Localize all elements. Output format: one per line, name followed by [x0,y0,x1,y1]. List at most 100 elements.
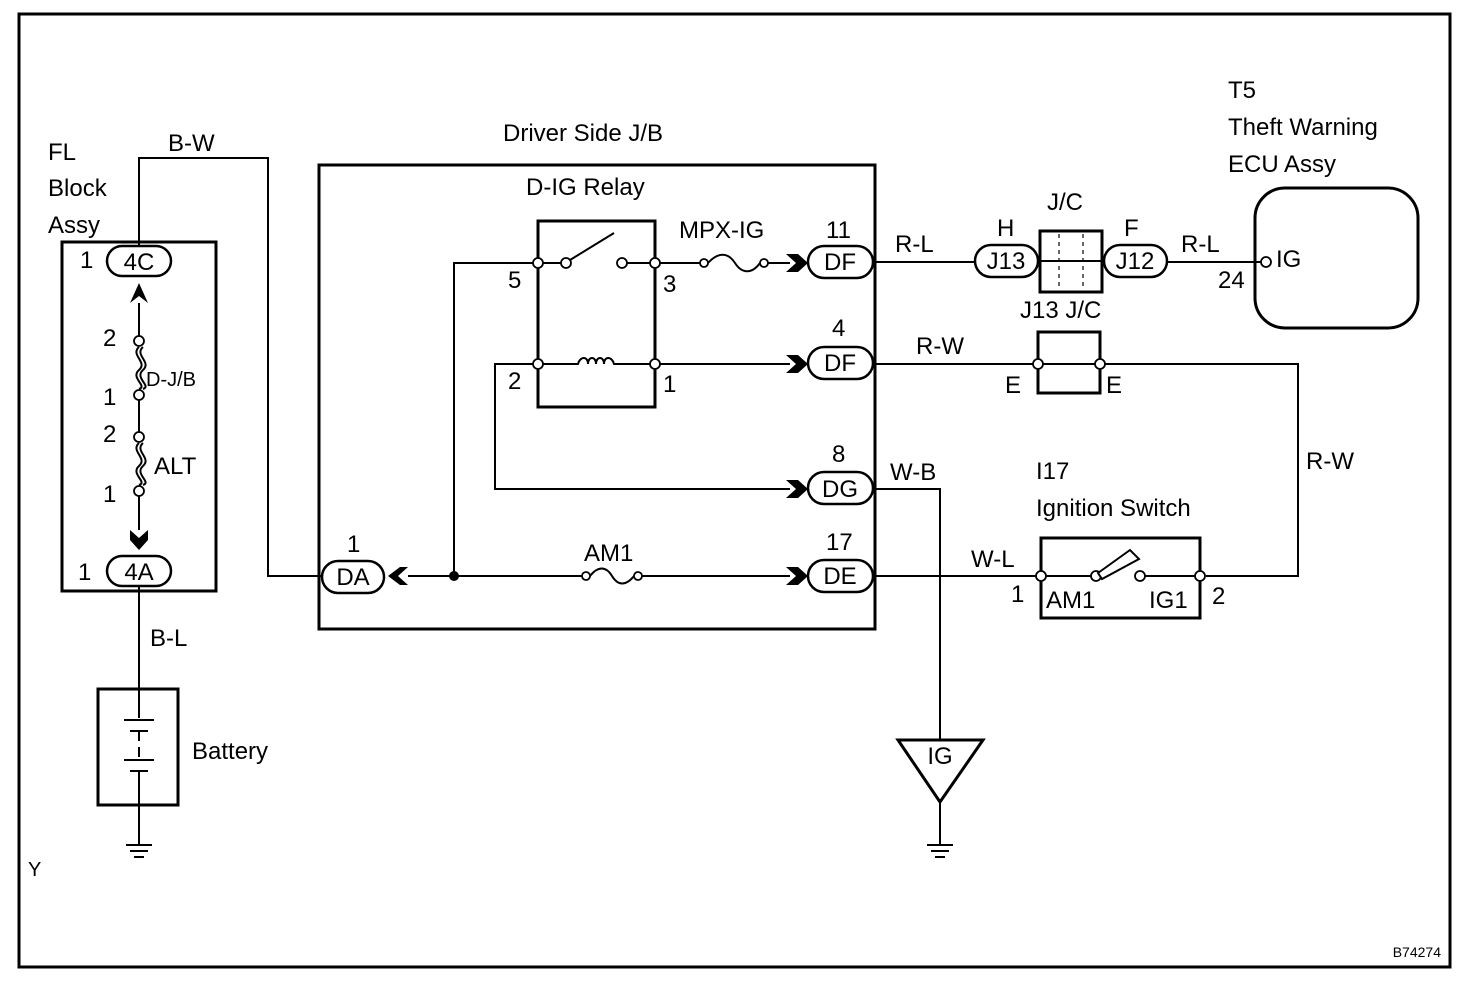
jc-bottom-label: J13 J/C [1020,297,1101,324]
jc-bottom-box [1036,330,1102,395]
ecu-label-2: Theft Warning [1228,114,1378,141]
relay-switch-left [560,257,572,269]
wire-bw [138,157,322,577]
diagram-code: B74274 [1393,944,1441,960]
driver-side-jb: Driver Side J/B D-IG Relay 5 3 2 1 MPX-I… [317,120,877,631]
battery-ground-icon [126,805,152,858]
theft-warning-ecu: T5 Theft Warning ECU Assy IG 24 [1218,77,1420,330]
mpx-fuse-node-left [699,258,709,268]
wire-rl-2-label: R-L [1181,231,1220,258]
ecu-box [1253,186,1420,330]
relay-node-2 [532,358,544,370]
battery: Battery [96,687,268,858]
corner-left-label: Y [28,859,41,881]
relay-pin-1: 1 [663,371,676,398]
arrow-4a [130,530,148,550]
fuse-djb-label: D-J/B [146,369,196,391]
arrow-da [388,567,408,585]
ign-node-ig1 [1134,570,1146,582]
alt-node-bot [133,485,145,497]
connector-df1-label: DF [824,249,856,276]
relay-pin-3: 3 [663,271,676,298]
am1-fuse-node-left [581,571,591,581]
connector-dg-label: DG [822,476,858,503]
arrow-4c [130,283,148,303]
ign-ig1-label: IG1 [1149,587,1188,614]
ecu-label-3: ECU Assy [1228,151,1336,178]
ig-ground-icon [927,802,953,858]
ign-node-left [1035,570,1047,582]
relay-node-1 [649,358,661,370]
fuse-am1-icon [589,567,635,585]
arrow-df2 [786,355,808,373]
connector-de-label: DE [823,563,856,590]
connector-j13-label: J13 [987,248,1026,275]
ign-pin-left: 1 [1011,581,1024,608]
arrow-dg [786,480,808,498]
wire-bw-label: B-W [168,130,215,157]
diagram-frame [17,12,1452,969]
alt-fuse-icon [135,442,147,486]
wire-wb-label: W-B [890,459,936,486]
fl-block-label-2: Block [48,175,108,202]
relay-pin-5: 5 [508,267,521,294]
mpx-fuse-node-right [759,258,769,268]
fl-block-label-1: FL [48,139,76,166]
fl-block-assy: FL Block Assy 4C 1 2 D-J/B 1 2 ALT 1 4A … [48,139,218,593]
fuse-alt-label: ALT [154,453,197,480]
relay-switch-right [616,257,628,269]
connector-df2-label: DF [824,350,856,377]
connector-da [320,559,386,595]
djb-node-bot [133,389,145,401]
wire-wb [873,488,941,740]
connector-da-label: DA [336,564,369,591]
ign-label-1: I17 [1036,458,1069,485]
pin-alt-bot: 1 [103,481,116,508]
battery-label: Battery [192,738,268,765]
wire-rl-1-label: R-L [895,231,934,258]
jc-top-label: J/C [1047,189,1083,216]
battery-symbol [124,689,154,805]
jc-top-f: F [1124,215,1139,242]
jc-bottom-e-right: E [1106,372,1122,399]
djb-fuse-icon [135,346,147,390]
ign-pin-right: 2 [1212,583,1225,610]
pin-4a: 1 [78,559,91,586]
pin-de: 17 [826,529,853,556]
jc-bottom-node-right [1094,358,1106,370]
fuse-mpx-icon [707,253,761,273]
relay-node-5 [532,257,544,269]
wire-wl-label: W-L [971,546,1015,573]
ignition-switch: I17 Ignition Switch AM1 IG1 1 2 [1011,458,1225,620]
connector-4a-label: 4A [124,559,153,586]
wire-rw-1-label: R-W [916,333,964,360]
ig-triangle [895,738,986,805]
pin-djb-top: 2 [103,325,116,352]
connector-4c-label: 4C [124,249,155,276]
djb-node-top [133,335,145,347]
wire-rw-2 [1105,363,1299,577]
pin-djb-bot: 1 [103,384,116,411]
relay-switch-blade [543,232,615,264]
arrow-df1 [786,254,808,272]
relay-label: D-IG Relay [526,174,645,201]
ign-node-right [1194,570,1206,582]
ig-ground: IG [895,738,986,858]
relay-node-3 [649,257,661,269]
wire-relay2 [494,363,790,490]
pin-da: 1 [347,531,360,558]
am1-fuse-node-right [633,571,643,581]
pin-df2: 4 [832,315,845,342]
jc-top-h: H [997,215,1014,242]
pin-alt-top: 2 [103,421,116,448]
ecu-pin-name: IG [1276,246,1301,273]
wire-bl-label: B-L [150,625,187,652]
relay-coil-icon [543,357,650,365]
jc-bottom-e-left: E [1005,372,1021,399]
pin-df1: 11 [826,217,851,244]
ign-label-2: Ignition Switch [1036,495,1191,522]
jc-bottom-node-left [1032,358,1044,370]
junction-dot [449,571,459,581]
pin-4c: 1 [80,247,93,274]
alt-node-top [133,431,145,443]
